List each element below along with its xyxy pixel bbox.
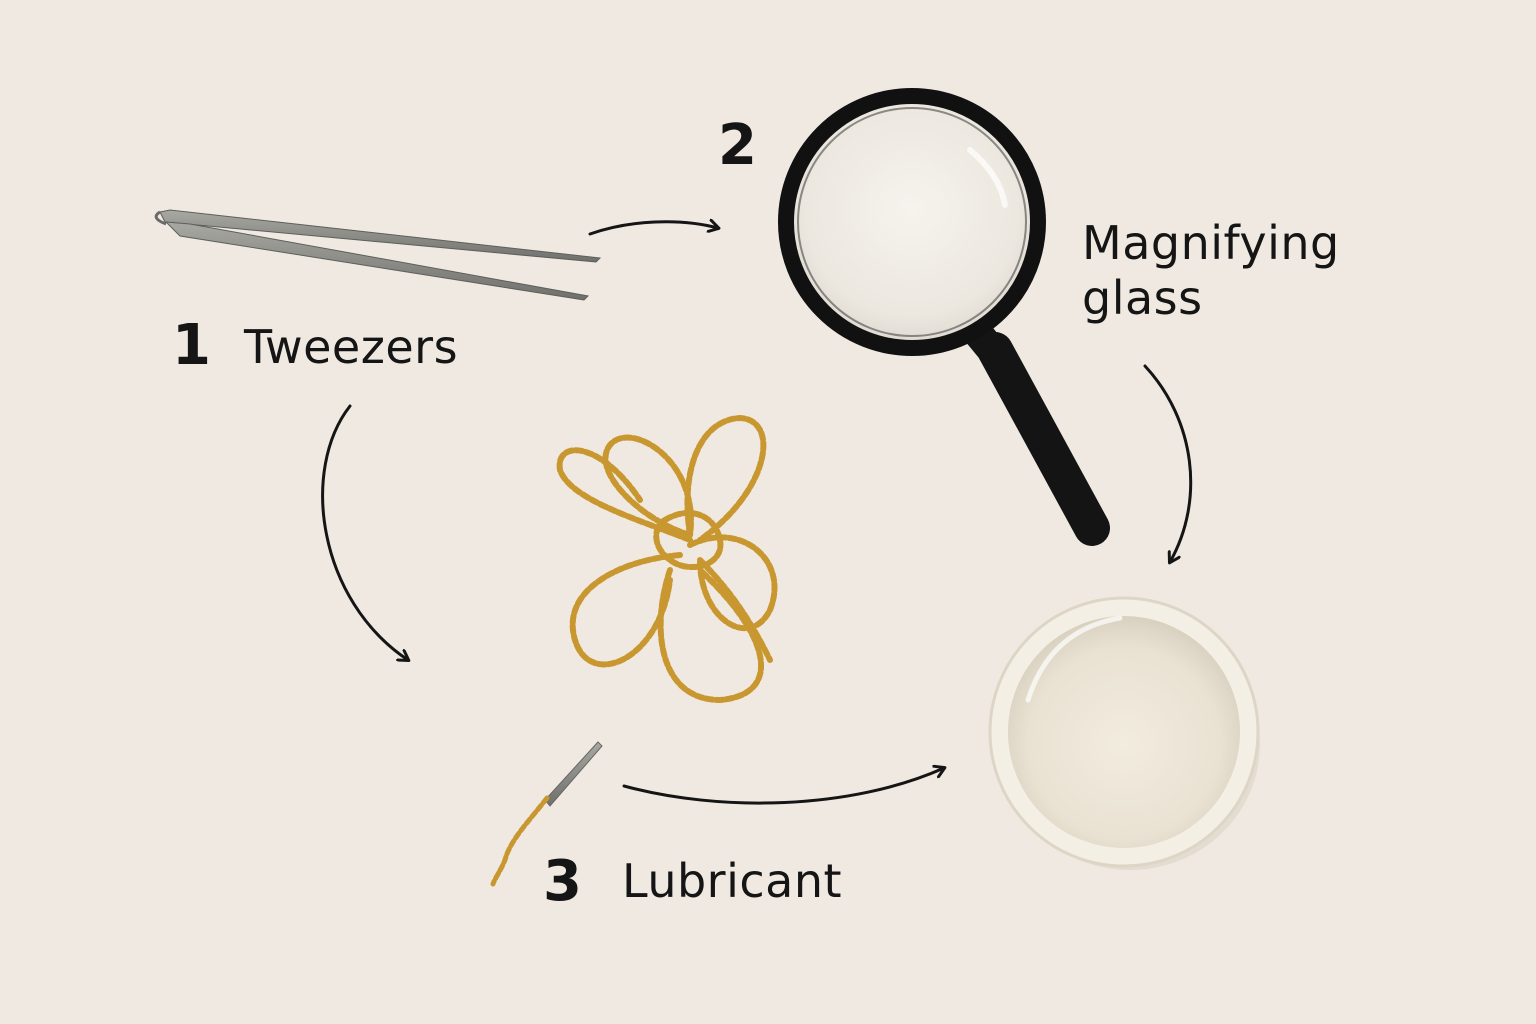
- arrow-lubricant-to-bowl: [622, 768, 944, 805]
- step-1-number: 1: [172, 313, 211, 378]
- step-2-number: 2: [718, 113, 757, 178]
- step-3-label: Lubricant: [622, 854, 843, 908]
- arrow-tweezers-to-chain: [321, 404, 408, 660]
- step-1-label: Tweezers: [244, 320, 459, 374]
- step-3-number: 3: [543, 849, 582, 914]
- arrow-magnifier-to-bowl: [1143, 364, 1193, 562]
- magnifying-glass-icon: [778, 88, 1110, 546]
- arrow-tweezers-to-magnifier: [588, 222, 718, 236]
- bowl-icon: [988, 596, 1260, 870]
- needle-with-chain-icon: [490, 741, 603, 887]
- step-2-label-line2: glass: [1082, 271, 1203, 326]
- tweezers-icon: [154, 209, 602, 301]
- step-2-label: Magnifying glass: [1082, 216, 1340, 326]
- tangled-chain-icon: [556, 414, 778, 704]
- step-2-label-line1: Magnifying: [1082, 216, 1340, 270]
